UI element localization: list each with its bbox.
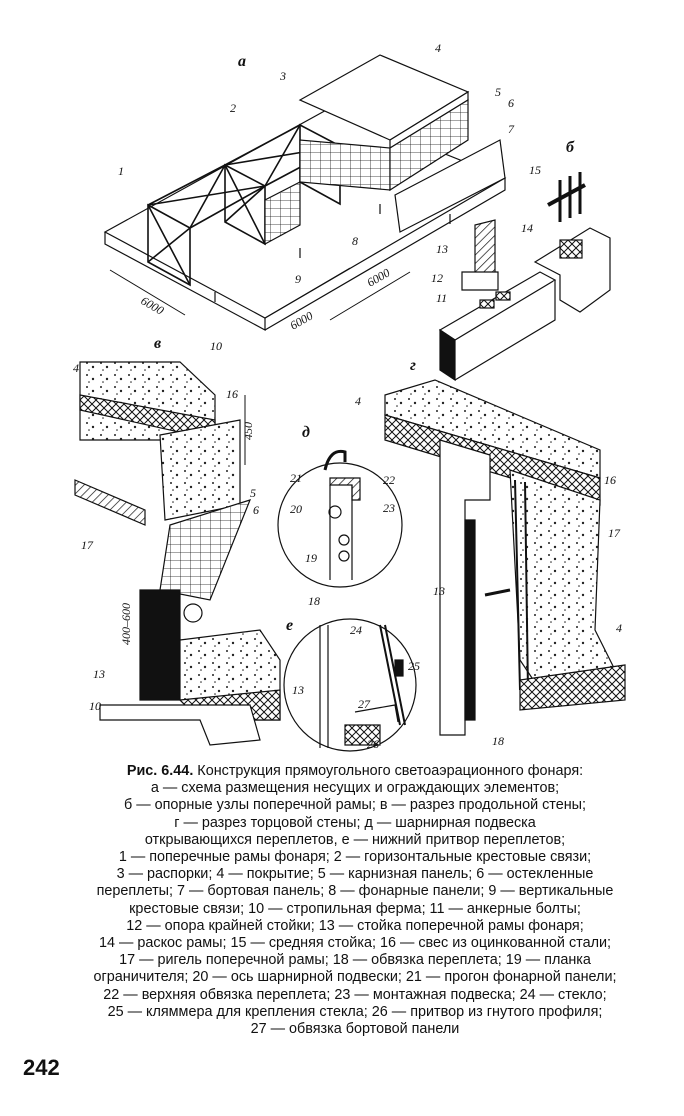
caption-line: а — схема размещения несущих и ограждающ…: [150, 780, 560, 797]
svg-text:27: 27: [358, 697, 371, 711]
svg-text:4: 4: [616, 621, 622, 635]
technical-figure: 6000 6000 6000 450 400–600: [73, 41, 626, 752]
panel-label-v: в: [154, 335, 161, 352]
panel-label-a: а: [238, 53, 246, 70]
svg-text:5: 5: [250, 486, 256, 500]
caption-title: Рис. 6.44.: [126, 763, 194, 779]
svg-text:450: 450: [241, 422, 255, 440]
caption-line: 14 — раскос рамы; 15 — средняя стойка; 1…: [98, 935, 612, 952]
svg-text:15: 15: [529, 163, 541, 177]
svg-text:11: 11: [436, 291, 447, 305]
svg-text:4: 4: [355, 394, 361, 408]
panel-d-hinge-detail: [277, 449, 403, 588]
svg-text:26: 26: [367, 737, 379, 751]
svg-text:4: 4: [73, 361, 79, 375]
svg-text:19: 19: [305, 551, 317, 565]
svg-text:18: 18: [492, 734, 504, 748]
panel-v-dimensions: 450 400–600: [119, 395, 255, 660]
caption-line-1: Рис. 6.44. Конструкция прямоугольного св…: [126, 763, 584, 779]
svg-text:25: 25: [408, 659, 420, 673]
panel-a-scheme: [103, 54, 507, 332]
svg-text:1: 1: [118, 164, 124, 178]
panel-label-d: д: [302, 424, 310, 441]
svg-text:21: 21: [290, 471, 302, 485]
figure-caption: Рис. 6.44. Конструкция прямоугольного св…: [58, 763, 652, 1038]
caption-line: 17 — ригель поперечной рамы; 18 — обвязк…: [119, 952, 591, 969]
svg-text:13: 13: [292, 683, 304, 697]
caption-line: 3 — распорки; 4 — покрытие; 5 — карнизна…: [116, 866, 594, 883]
panel-b-support-nodes: [438, 172, 611, 382]
svg-text:13: 13: [436, 242, 448, 256]
svg-text:6000: 6000: [288, 308, 316, 332]
svg-text:17: 17: [81, 538, 94, 552]
caption-line: открывающихся переплетов, е — нижний при…: [144, 831, 566, 848]
caption-line: 12 — опора крайней стойки; 13 — стойка п…: [126, 917, 584, 934]
part-callouts: 1 2 3 4 5 6 7 8 9 10 11 12 13 14 15 16 1…: [73, 41, 622, 751]
caption-line: 25 — кляммера для крепления стекла; 26 —…: [107, 1003, 603, 1020]
svg-text:13: 13: [93, 667, 105, 681]
svg-text:17: 17: [608, 526, 621, 540]
panel-v-longitudinal-section: [74, 361, 281, 746]
svg-text:12: 12: [431, 271, 443, 285]
svg-text:6000: 6000: [139, 293, 167, 317]
svg-text:16: 16: [604, 473, 616, 487]
svg-text:14: 14: [521, 221, 533, 235]
caption-line: б — опорные узлы поперечной рамы; в — ра…: [123, 797, 587, 814]
svg-text:16: 16: [226, 387, 238, 401]
svg-text:3: 3: [279, 69, 286, 83]
svg-text:6: 6: [508, 96, 514, 110]
caption-line: г — разрез торцовой стены; д — шарнирная…: [174, 814, 536, 831]
svg-text:400–600: 400–600: [119, 603, 133, 645]
svg-text:5: 5: [495, 85, 501, 99]
svg-text:13: 13: [433, 584, 445, 598]
panel-label-b: б: [566, 139, 575, 156]
svg-text:4: 4: [435, 41, 441, 55]
svg-text:2: 2: [230, 101, 236, 115]
svg-text:24: 24: [350, 623, 362, 637]
svg-text:22: 22: [383, 473, 395, 487]
svg-text:20: 20: [290, 502, 302, 516]
caption-line: ограничителя; 20 — ось шарнирной подвеск…: [93, 969, 617, 986]
svg-text:6: 6: [253, 503, 259, 517]
caption-line: крестовые связи; 10 — стропильная ферма;…: [129, 900, 581, 917]
caption-line: переплеты; 7 — бортовая панель; 8 — фона…: [96, 883, 614, 900]
svg-text:10: 10: [89, 699, 101, 713]
svg-text:9: 9: [295, 272, 301, 286]
svg-text:10: 10: [210, 339, 222, 353]
panel-label-e: е: [286, 617, 293, 634]
svg-text:7: 7: [508, 122, 515, 136]
panel-g-end-wall-section: [384, 379, 626, 736]
panel-e-sill-detail: [283, 618, 417, 752]
caption-line: 27 — обвязка бортовой панели: [250, 1021, 460, 1038]
svg-text:23: 23: [383, 501, 395, 515]
svg-text:8: 8: [352, 234, 358, 248]
panel-letters: а б в г д е: [154, 53, 575, 634]
caption-line: 1 — поперечные рамы фонаря; 2 — горизонт…: [118, 849, 592, 866]
page-number: 242: [23, 1055, 60, 1080]
panel-label-g: г: [410, 357, 416, 374]
caption-line: 22 — верхняя обвязка переплета; 23 — мон…: [103, 986, 607, 1003]
svg-text:18: 18: [308, 594, 320, 608]
